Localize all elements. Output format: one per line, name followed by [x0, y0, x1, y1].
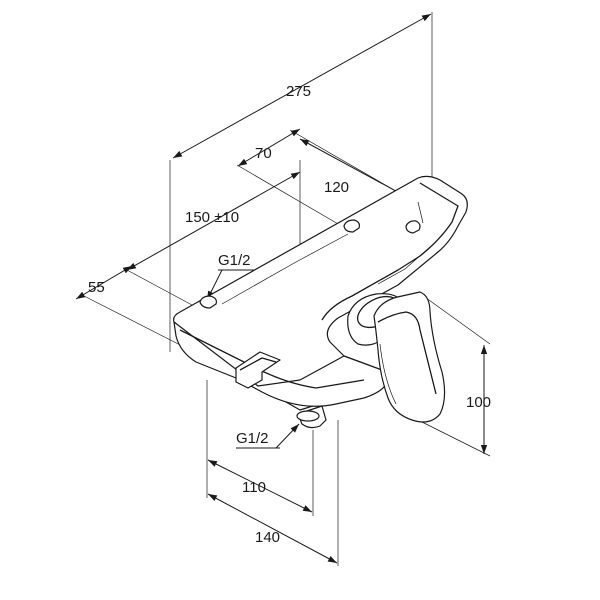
label-110: 110: [242, 479, 266, 496]
dim-line-150: [126, 171, 301, 271]
connector-pin-rear: [405, 220, 421, 234]
label-70: 70: [255, 145, 272, 162]
connector-pin-left: [199, 295, 217, 309]
connector-pin-right: [343, 219, 361, 233]
dim-line-55: [75, 265, 133, 300]
dimension-labels: 275 70 120 150 ±10 G1/2 55 100 G1/2 110 …: [88, 83, 491, 546]
label-g12-top: G1/2: [218, 252, 251, 269]
dim-line-70: [237, 128, 301, 167]
label-55: 55: [88, 279, 105, 296]
spout-top-surface: [173, 175, 468, 411]
dim-line-140: [207, 493, 338, 564]
label-120: 120: [324, 179, 349, 196]
lever-handle: [373, 291, 446, 423]
label-140: 140: [255, 529, 280, 546]
handle-body: [373, 291, 446, 423]
faucet-body: [173, 175, 468, 429]
dim-line-275: [172, 13, 432, 159]
label-275: 275: [286, 83, 311, 100]
label-100: 100: [466, 394, 491, 411]
label-g12-bottom: G1/2: [236, 430, 269, 447]
spout-outlet: [235, 351, 281, 389]
label-150: 150 ±10: [185, 209, 239, 226]
